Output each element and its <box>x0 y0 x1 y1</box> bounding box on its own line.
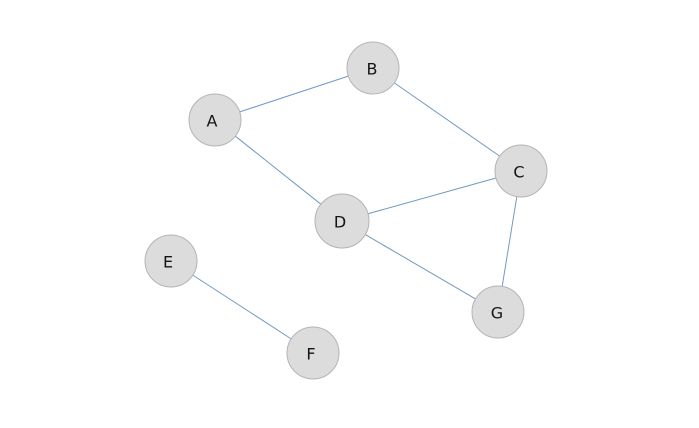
graph-node-c[interactable]: C <box>494 144 548 198</box>
graph-edge-e-f <box>192 274 292 340</box>
graph-node-circle-d[interactable] <box>314 193 370 249</box>
graph-node-b[interactable]: B <box>346 41 400 95</box>
graph-edge-d-g <box>365 234 476 300</box>
graph-node-circle-f[interactable] <box>286 326 340 380</box>
graph-edge-layer <box>192 75 518 340</box>
graph-node-circle-g[interactable] <box>471 285 525 339</box>
graph-node-circle-b[interactable] <box>346 41 400 95</box>
graph-edge-a-b <box>239 75 349 113</box>
graph-node-layer: A B C D E F G <box>144 41 548 380</box>
graph-node-e[interactable]: E <box>144 234 198 288</box>
graph-node-circle-e[interactable] <box>144 234 198 288</box>
graph-node-g[interactable]: G <box>471 285 525 339</box>
graph-node-circle-c[interactable] <box>494 144 548 198</box>
graph-edge-c-d <box>367 177 497 215</box>
graph-node-circle-a[interactable] <box>188 93 242 147</box>
graph-node-a[interactable]: A <box>188 93 242 147</box>
graph-edge-a-d <box>235 135 322 205</box>
graph-edge-b-c <box>394 82 500 157</box>
graph-node-d[interactable]: D <box>314 193 370 249</box>
graph-edge-c-g <box>501 196 518 287</box>
graph-node-f[interactable]: F <box>286 326 340 380</box>
